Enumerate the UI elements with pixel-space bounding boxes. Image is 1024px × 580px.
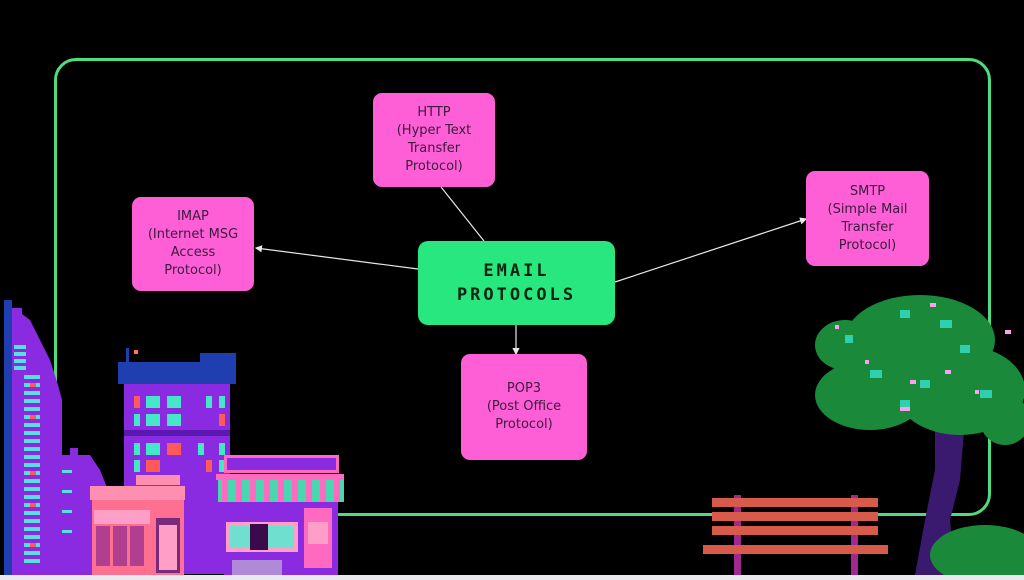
node-pop3-label: POP3 (Post Office Protocol) — [486, 381, 562, 432]
node-imap-label: IMAP (Internet MSG Access Protocol) — [147, 209, 239, 278]
center-node-label: EMAIL PROTOCOLS — [456, 261, 577, 305]
node-pop3[interactable]: POP3 (Post Office Protocol) — [461, 354, 587, 460]
bottom-edge — [0, 575, 1024, 580]
node-smtp-label: SMTP (Simple Mail Transfer Protocol) — [827, 183, 908, 253]
node-imap[interactable]: IMAP (Internet MSG Access Protocol) — [132, 197, 254, 291]
node-http-label: HTTP (Hyper Text Transfer Protocol) — [396, 105, 472, 174]
diagram-frame — [54, 58, 991, 516]
center-node-email-protocols[interactable]: EMAIL PROTOCOLS — [418, 241, 615, 325]
node-http[interactable]: HTTP (Hyper Text Transfer Protocol) — [373, 93, 495, 187]
node-smtp[interactable]: SMTP (Simple Mail Transfer Protocol) — [806, 171, 929, 266]
